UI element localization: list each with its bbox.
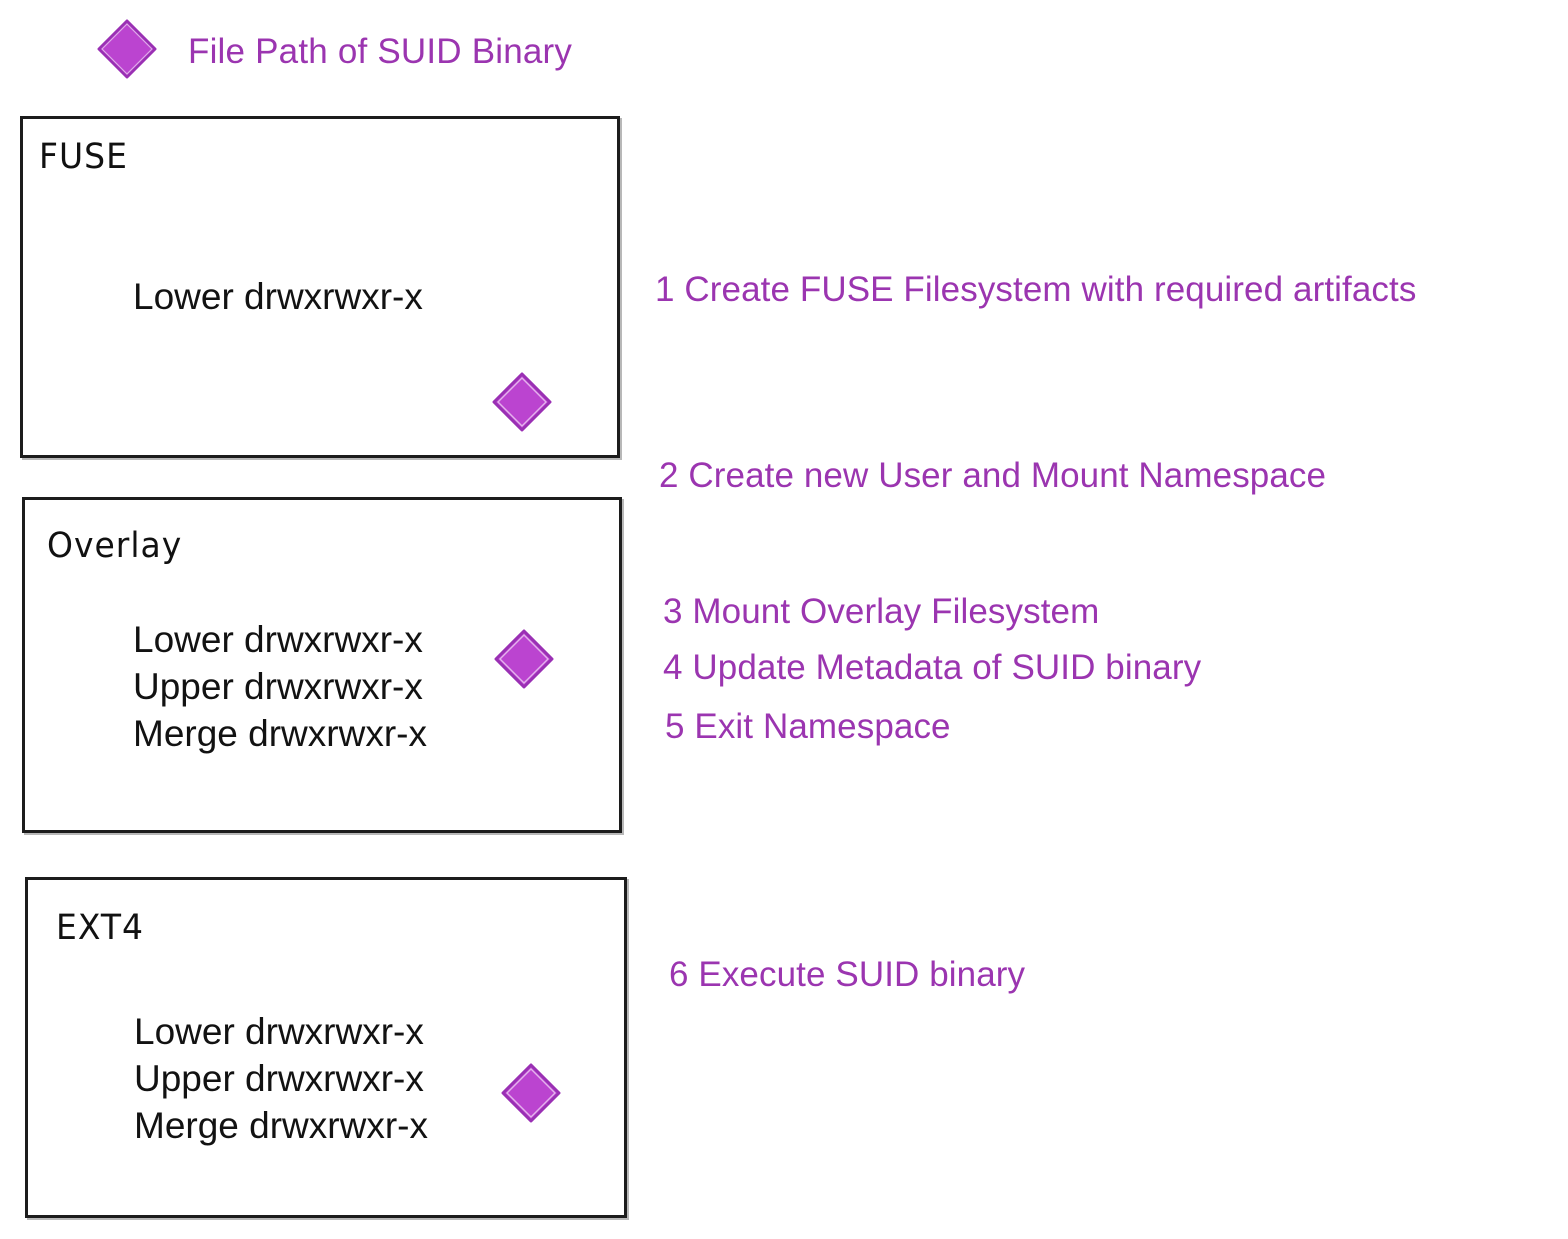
filesystem-title-overlay: Overlay — [47, 524, 183, 566]
filesystem-box-fuse: FUSE Lower drwxrwxr-x — [20, 116, 620, 458]
filesystem-title-ext4: EXT4 — [56, 906, 145, 948]
step-annotation-2: 2 Create new User and Mount Namespace — [659, 456, 1327, 495]
filesystem-rows-overlay: Lower drwxrwxr-x Upper drwxrwxr-x Merge … — [133, 616, 427, 757]
step-annotation-4: 4 Update Metadata of SUID binary — [663, 648, 1202, 687]
diamond-icon — [491, 371, 553, 438]
diamond-icon — [96, 18, 158, 85]
legend: File Path of SUID Binary — [96, 18, 572, 85]
filesystem-box-overlay: Overlay Lower drwxrwxr-x Upper drwxrwxr-… — [22, 497, 622, 833]
step-annotation-3: 3 Mount Overlay Filesystem — [663, 592, 1100, 631]
diamond-icon — [493, 628, 555, 695]
filesystem-row: Merge drwxrwxr-x — [133, 713, 427, 754]
filesystem-row: Merge drwxrwxr-x — [134, 1105, 428, 1146]
step-annotation-1: 1 Create FUSE Filesystem with required a… — [655, 270, 1417, 309]
step-annotation-5: 5 Exit Namespace — [665, 707, 951, 746]
legend-label: File Path of SUID Binary — [188, 31, 573, 71]
filesystem-box-ext4: EXT4 Lower drwxrwxr-x Upper drwxrwxr-x M… — [25, 877, 627, 1218]
filesystem-row: Lower drwxrwxr-x — [133, 619, 423, 660]
filesystem-row: Lower drwxrwxr-x — [133, 276, 423, 317]
step-annotation-6: 6 Execute SUID binary — [669, 955, 1026, 994]
filesystem-row: Upper drwxrwxr-x — [133, 666, 423, 707]
filesystem-rows-ext4: Lower drwxrwxr-x Upper drwxrwxr-x Merge … — [134, 1008, 428, 1149]
filesystem-title-fuse: FUSE — [39, 135, 128, 177]
filesystem-row: Lower drwxrwxr-x — [134, 1011, 424, 1052]
diamond-icon — [500, 1062, 562, 1129]
filesystem-rows-fuse: Lower drwxrwxr-x — [133, 273, 423, 320]
filesystem-row: Upper drwxrwxr-x — [134, 1058, 424, 1099]
